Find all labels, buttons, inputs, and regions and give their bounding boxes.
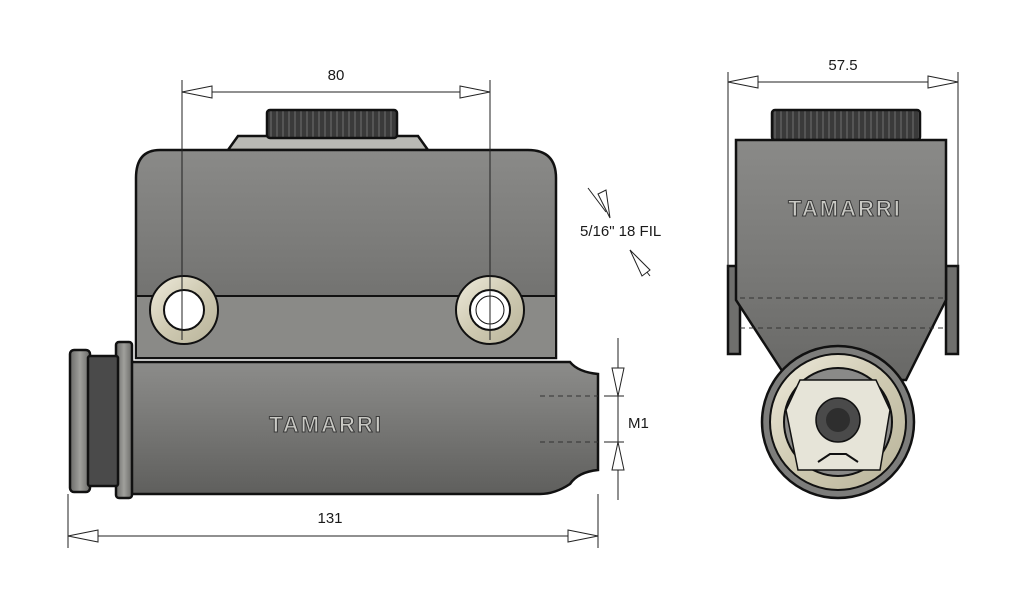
- dim-thread-label: 5/16" 18 FIL: [580, 223, 661, 240]
- dimension-80: 80: [181, 67, 491, 340]
- front-logo: TAMARRI: [269, 412, 383, 437]
- front-view: TAMARRI: [68, 108, 600, 500]
- dim-m1-label: M1: [628, 415, 649, 432]
- side-cap: [770, 108, 922, 142]
- dim-80-label: 80: [328, 67, 345, 84]
- front-mount-hole-left: [149, 275, 219, 345]
- dim-57-5-label: 57.5: [828, 57, 857, 74]
- dimension-m1: M1: [604, 338, 649, 500]
- side-lug-right: [944, 264, 960, 356]
- dimension-thread: 5/16" 18 FIL: [580, 187, 661, 277]
- side-body: [734, 138, 948, 382]
- front-end-boot: [86, 354, 120, 488]
- dimension-131: 131: [67, 494, 599, 548]
- front-barrel: [128, 360, 600, 496]
- dimension-57-5: 57.5: [727, 57, 959, 270]
- front-cap: [265, 108, 399, 140]
- side-view: TAMARRI: [726, 108, 960, 500]
- side-bore: [760, 344, 916, 500]
- side-logo: TAMARRI: [788, 196, 902, 221]
- dim-131-label: 131: [317, 510, 342, 527]
